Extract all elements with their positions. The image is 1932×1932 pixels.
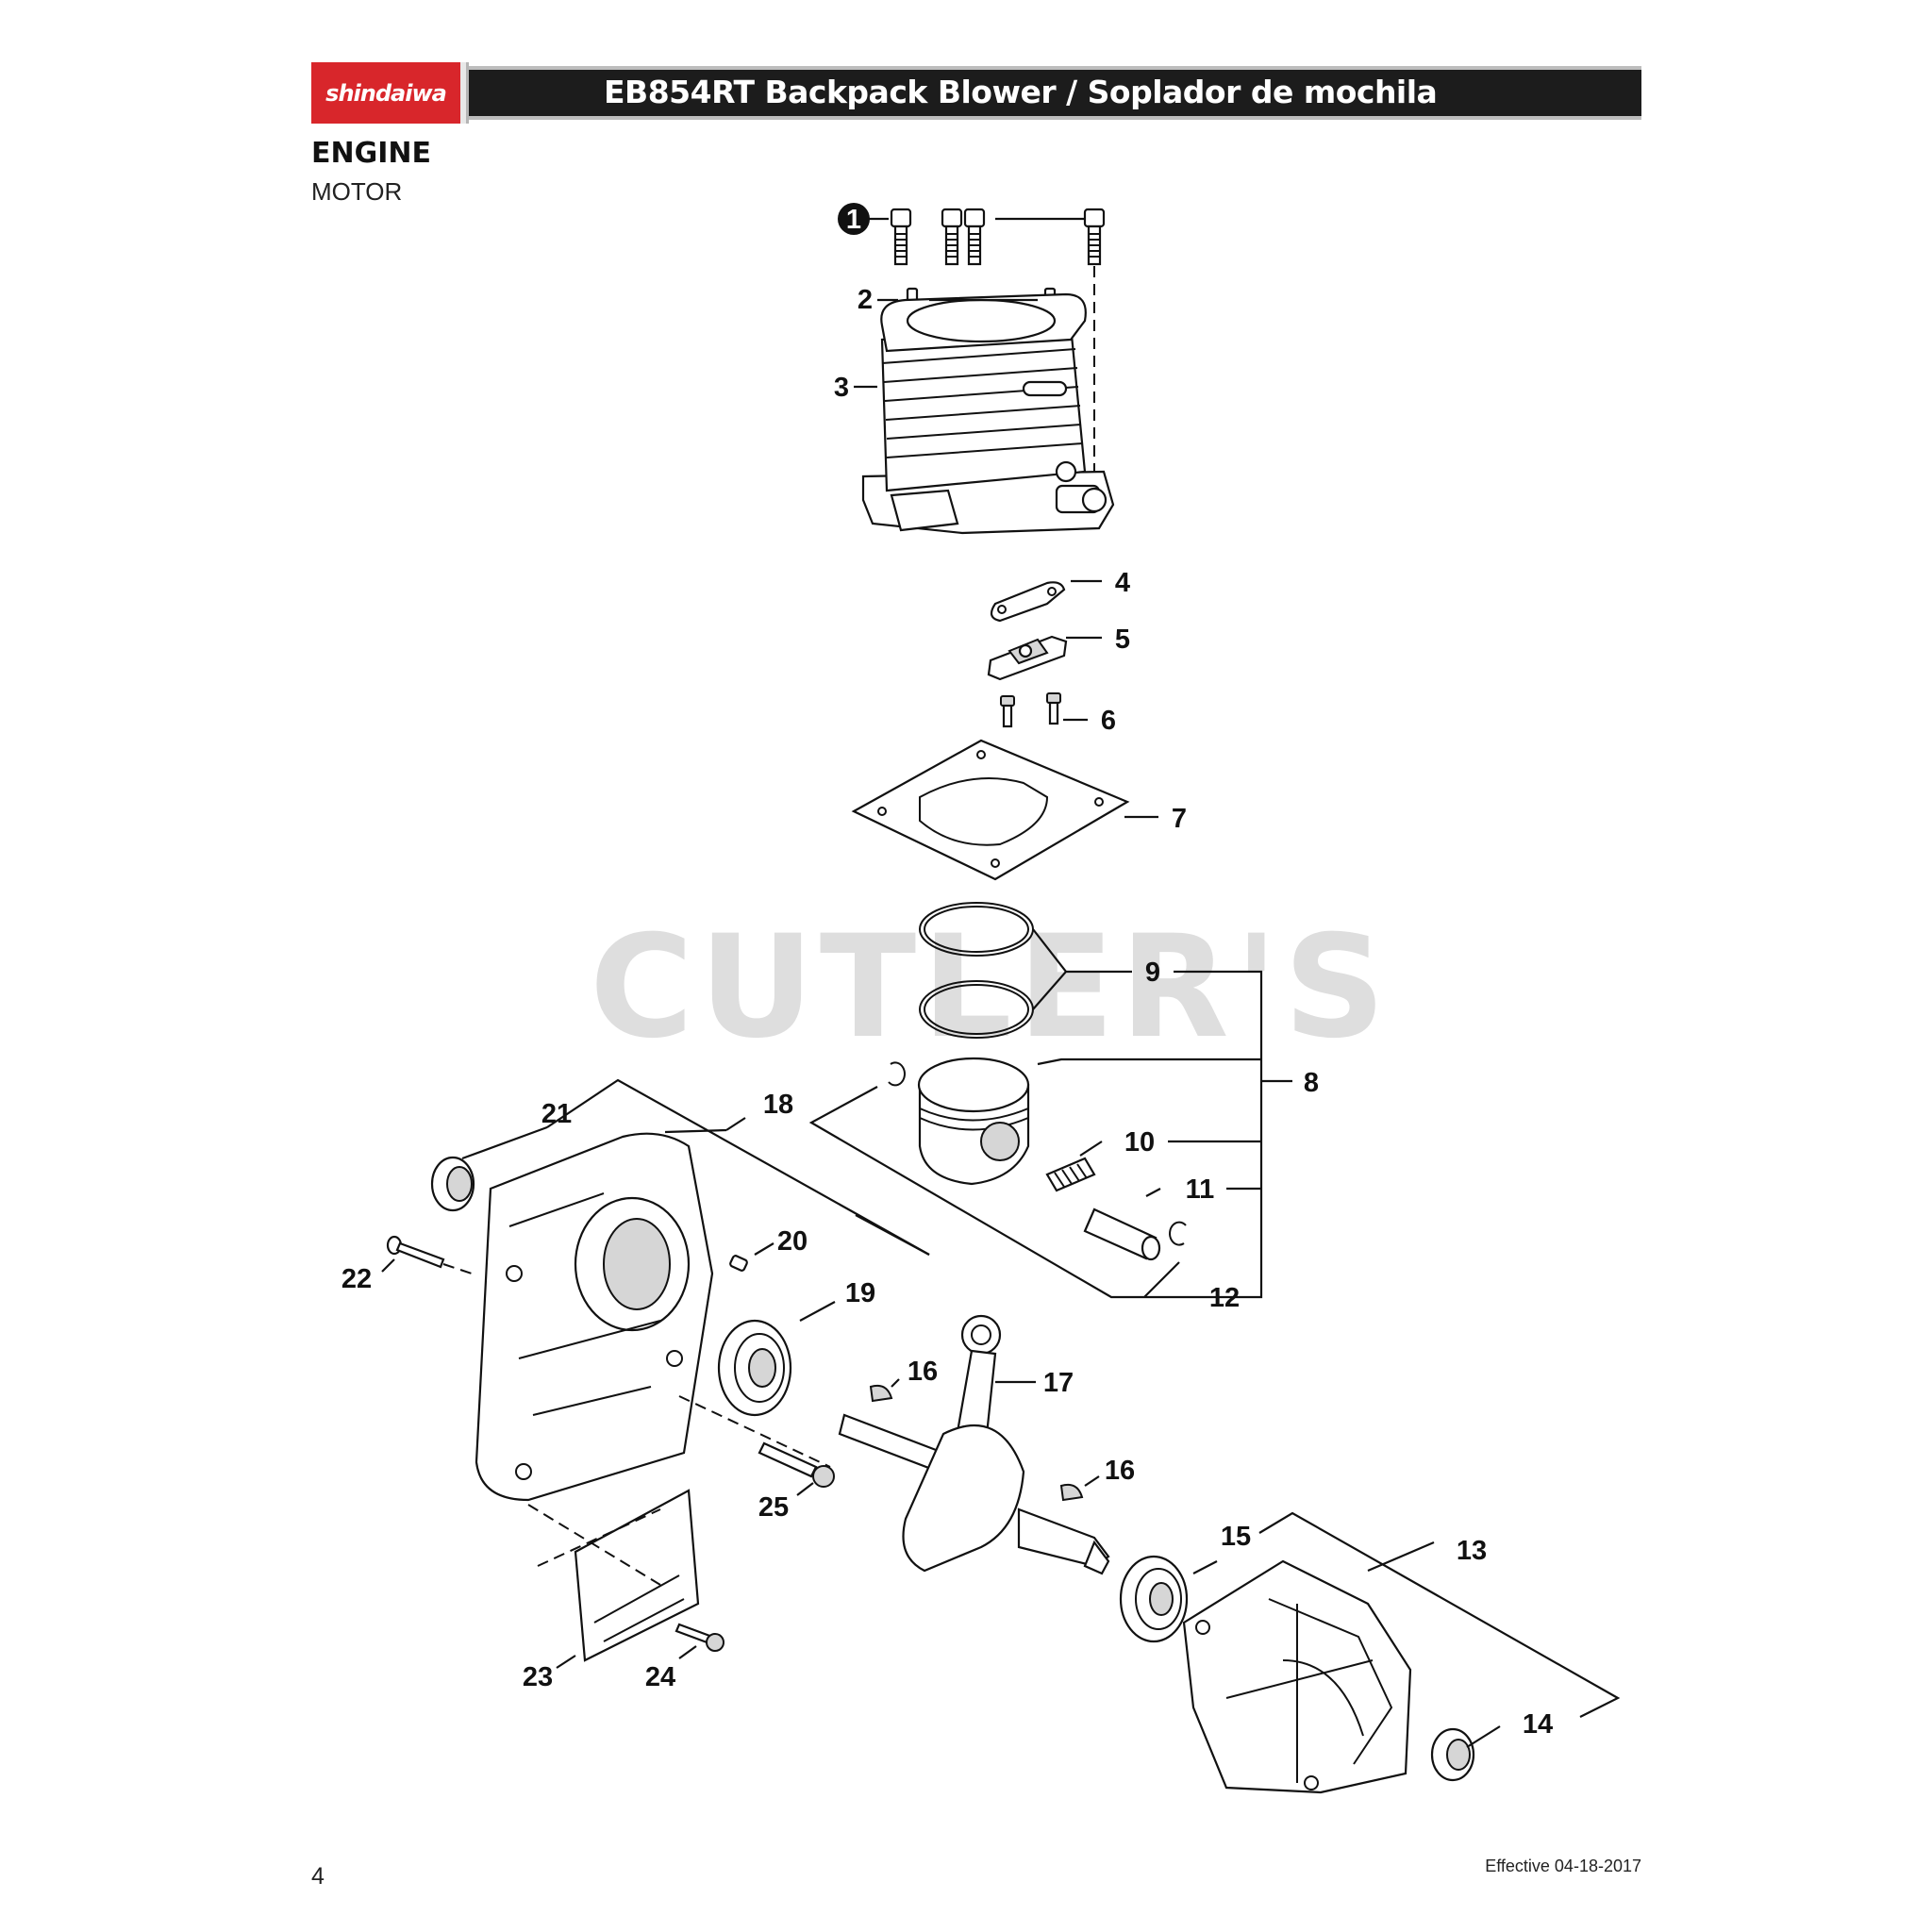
piston-pin xyxy=(1083,1208,1161,1261)
callout-22: 22 xyxy=(341,1264,372,1294)
brand-logo: shindaiwa xyxy=(311,62,460,124)
callout-3: 3 xyxy=(834,373,849,403)
callout-16a: 16 xyxy=(908,1357,938,1387)
callout-21: 21 xyxy=(541,1099,572,1129)
callout-25: 25 xyxy=(758,1492,789,1523)
section-subtitle: MOTOR xyxy=(311,177,403,206)
callout-17: 17 xyxy=(1043,1368,1074,1398)
oil-seal-21 xyxy=(430,1156,475,1212)
callout-10: 10 xyxy=(1124,1127,1155,1158)
crankcase-left xyxy=(475,1132,714,1502)
cylinder-gasket xyxy=(851,739,1130,881)
header-bar xyxy=(311,66,1641,120)
callout-16b: 16 xyxy=(1105,1456,1135,1486)
bearing-19 xyxy=(717,1319,792,1417)
needle-bearing xyxy=(1045,1157,1096,1192)
callout-11: 11 xyxy=(1186,1174,1215,1205)
callout-18: 18 xyxy=(763,1090,793,1120)
cylinder xyxy=(861,292,1115,535)
crankcase-right xyxy=(1182,1559,1412,1794)
page-title: EB854RT Backpack Blower / Soplador de mo… xyxy=(604,74,1438,110)
callout-1-badge xyxy=(838,203,870,235)
effective-date: Effective 04-18-2017 xyxy=(1485,1857,1641,1875)
screw-25 xyxy=(758,1441,835,1488)
callout-20: 20 xyxy=(777,1226,808,1257)
dowel-pin-20 xyxy=(729,1255,748,1272)
callout-24: 24 xyxy=(645,1662,675,1692)
callout-9: 9 xyxy=(1145,958,1160,988)
callout-14: 14 xyxy=(1523,1709,1553,1740)
insulator-gasket xyxy=(990,581,1066,623)
woodruff-key-2 xyxy=(1059,1483,1084,1502)
callout-8: 8 xyxy=(1304,1068,1319,1098)
screw-22 xyxy=(386,1235,445,1269)
piston-rings xyxy=(919,902,1034,1039)
section-title: ENGINE xyxy=(311,137,431,170)
crankshaft-connecting-rod xyxy=(838,1314,1110,1575)
callout-1: 1 xyxy=(846,205,861,235)
screw-24 xyxy=(675,1623,724,1652)
oil-seal-14 xyxy=(1430,1727,1475,1782)
callout-4: 4 xyxy=(1115,568,1130,598)
piston-pin-clips xyxy=(888,1061,1187,1246)
callout-6: 6 xyxy=(1101,706,1116,736)
callout-7: 7 xyxy=(1172,804,1187,834)
piston xyxy=(917,1057,1030,1186)
insulator-screws xyxy=(1000,692,1061,728)
woodruff-key-1 xyxy=(869,1384,893,1403)
callout-13: 13 xyxy=(1457,1536,1487,1566)
callout-15: 15 xyxy=(1221,1522,1251,1552)
callout-19: 19 xyxy=(845,1278,875,1308)
watermark-text: CUTLER'S xyxy=(590,906,1391,1070)
callout-12: 12 xyxy=(1209,1283,1240,1313)
page-number: 4 xyxy=(311,1863,325,1890)
callout-23: 23 xyxy=(523,1662,553,1692)
callout-2: 2 xyxy=(858,285,873,315)
brand-logo-text: shindaiwa xyxy=(325,79,447,107)
cylinder-bolts xyxy=(890,208,1106,266)
leader-lines xyxy=(381,217,1621,1748)
reed-plate xyxy=(574,1489,700,1662)
insulator xyxy=(987,635,1068,681)
callout-5: 5 xyxy=(1115,625,1130,655)
bearing-15 xyxy=(1119,1555,1189,1643)
